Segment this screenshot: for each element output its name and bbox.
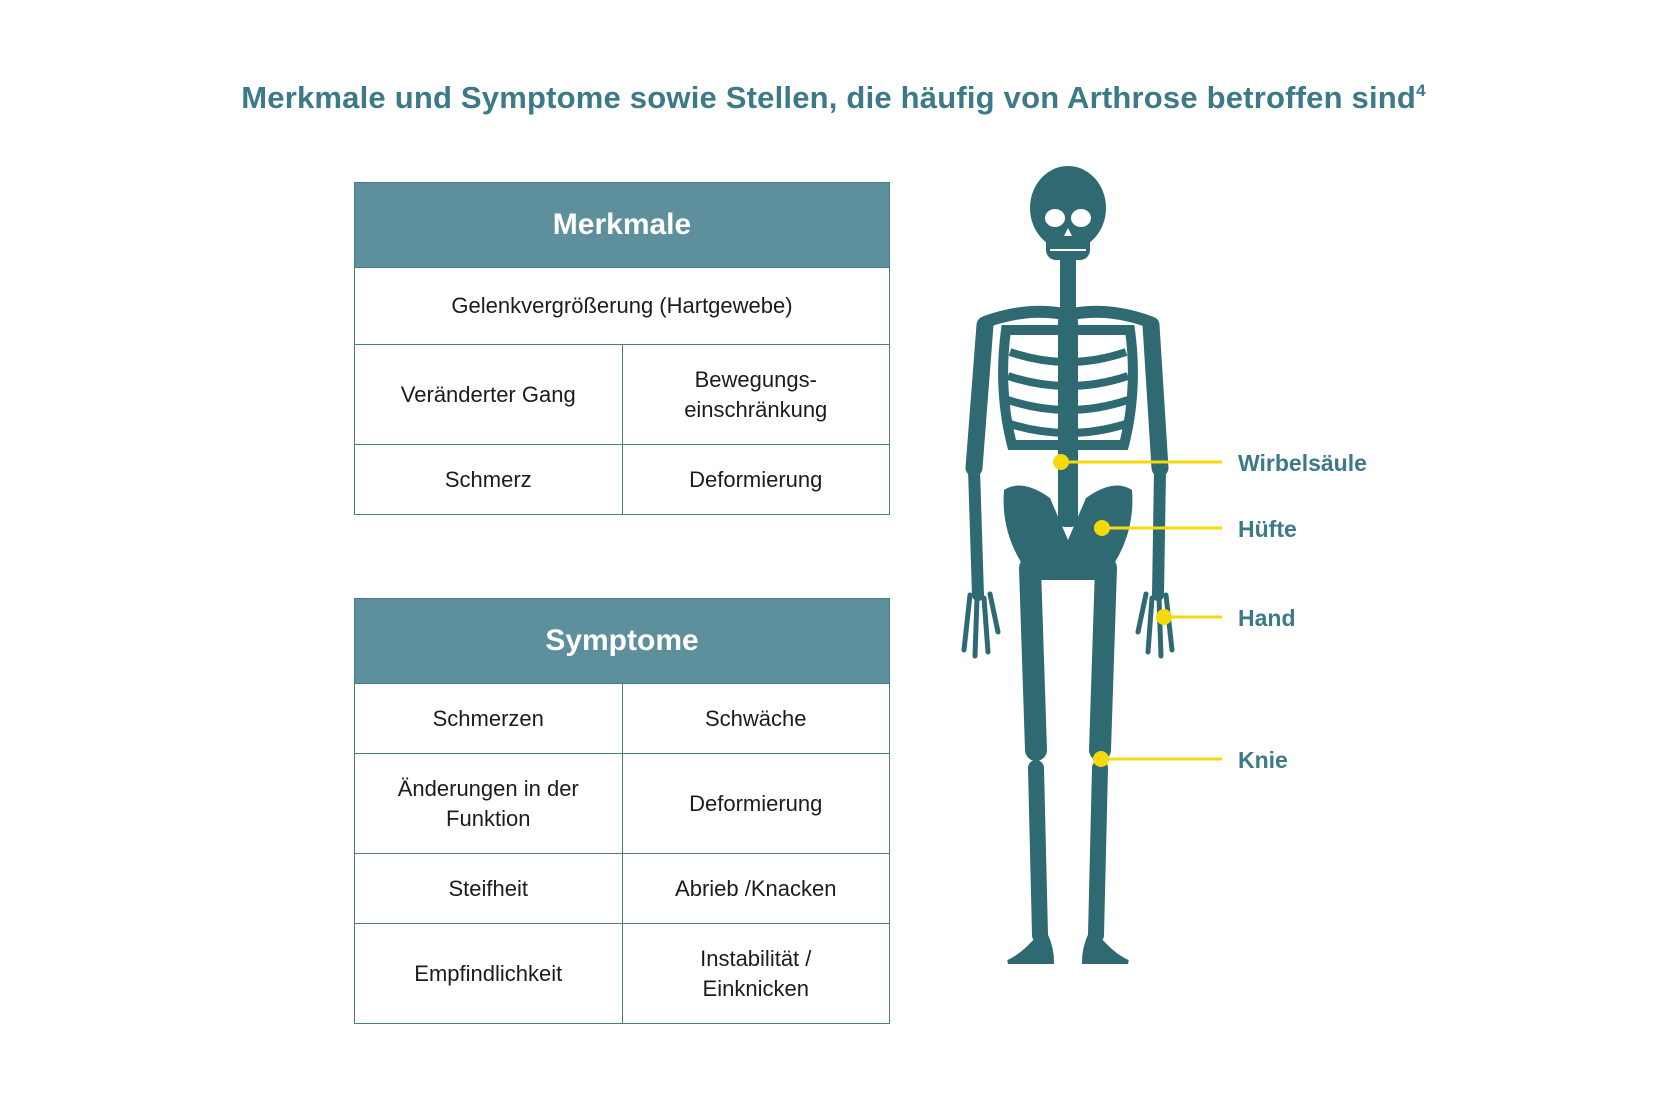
marker-dot bbox=[1094, 520, 1110, 536]
symptome-header: Symptome bbox=[354, 598, 890, 684]
marker-dot bbox=[1093, 751, 1109, 767]
forearm-left bbox=[1152, 464, 1166, 601]
table-cell: Deformierung bbox=[621, 444, 890, 515]
table-cell: Schwäche bbox=[621, 683, 890, 754]
forearm-right bbox=[968, 464, 984, 601]
spine bbox=[1058, 315, 1078, 527]
neck bbox=[1060, 258, 1076, 316]
marker-dot bbox=[1156, 609, 1172, 625]
site-label-knie: Knie bbox=[1238, 747, 1288, 773]
site-label-wirbelsaeule: Wirbelsäule bbox=[1238, 450, 1367, 476]
marker-dot bbox=[1053, 454, 1069, 470]
footnote-marker: 4 bbox=[1416, 81, 1426, 100]
title-text: Merkmale und Symptome sowie Stellen, die… bbox=[241, 80, 1417, 115]
foot-left bbox=[1081, 933, 1129, 964]
skull bbox=[1030, 166, 1106, 250]
merkmale-table: Merkmale Gelenkvergrößerung (Hartgewebe)… bbox=[354, 182, 890, 515]
upper-arm-left bbox=[1142, 316, 1169, 477]
merkmale-header: Merkmale bbox=[354, 182, 890, 268]
table-cell: Schmerz bbox=[354, 444, 623, 515]
table-cell: Gelenkvergrößerung (Hartgewebe) bbox=[354, 267, 890, 345]
jaw bbox=[1046, 230, 1090, 260]
tibia-right bbox=[1028, 760, 1048, 943]
femur-left bbox=[1089, 557, 1117, 761]
hand-right bbox=[961, 591, 1001, 659]
nose-cavity bbox=[1064, 228, 1072, 236]
table-cell: Bewegungs- einschränkung bbox=[621, 344, 890, 445]
site-label-huefte: Hüfte bbox=[1238, 516, 1297, 542]
eye-socket bbox=[1071, 209, 1091, 227]
femur-right bbox=[1019, 557, 1047, 761]
pelvis bbox=[1003, 485, 1133, 580]
table-cell: Empfindlichkeit bbox=[354, 923, 623, 1024]
table-cell: Instabilität / Einknicken bbox=[621, 923, 890, 1024]
page-title: Merkmale und Symptome sowie Stellen, die… bbox=[0, 80, 1667, 116]
table-cell: Steifheit bbox=[354, 853, 623, 924]
eye-socket bbox=[1045, 209, 1065, 227]
upper-arm-right bbox=[965, 316, 994, 477]
ribcage-outline bbox=[998, 325, 1138, 450]
site-label-hand: Hand bbox=[1238, 605, 1296, 631]
hand-left bbox=[1135, 591, 1175, 659]
foot-right bbox=[1007, 933, 1055, 964]
tibia-left bbox=[1088, 760, 1108, 943]
table-cell: Änderungen in der Funktion bbox=[354, 753, 623, 854]
table-cell: Deformierung bbox=[621, 753, 890, 854]
skeleton-figure bbox=[961, 166, 1175, 964]
site-markers bbox=[1053, 454, 1222, 767]
table-cell: Schmerzen bbox=[354, 683, 623, 754]
